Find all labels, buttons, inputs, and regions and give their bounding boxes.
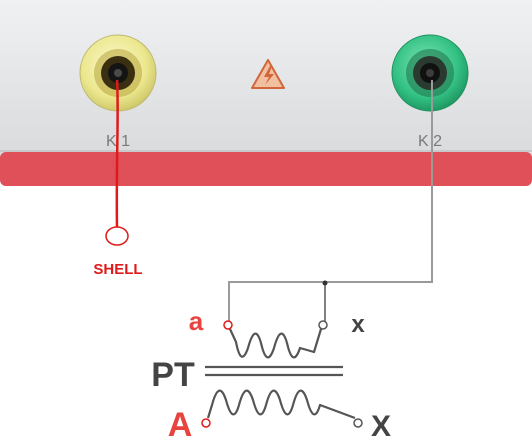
k1-red-wire (115, 79, 119, 228)
label-pt: PT (151, 356, 195, 394)
terminal-k2[interactable] (391, 34, 469, 112)
label-a: a (189, 306, 204, 336)
panel-red-stripe (0, 152, 532, 186)
terminal-k1[interactable] (79, 34, 157, 112)
terminal-a (223, 320, 233, 330)
label-A: A (168, 406, 193, 444)
terminal-x-lower (318, 320, 328, 330)
terminal-k2-label: K 2 (418, 133, 442, 150)
high-voltage-warning-icon (251, 59, 285, 89)
potential-transformer (201, 320, 363, 428)
terminal-X (353, 418, 363, 428)
shell-label: SHELL (93, 261, 142, 278)
secondary-winding (229, 328, 323, 359)
junction-dot (322, 280, 328, 286)
label-x: x (351, 311, 365, 338)
primary-winding (206, 389, 356, 420)
shell-terminal (105, 226, 129, 246)
k2-grey-wire (228, 80, 433, 321)
label-X: X (371, 410, 391, 443)
terminal-A (201, 418, 211, 428)
